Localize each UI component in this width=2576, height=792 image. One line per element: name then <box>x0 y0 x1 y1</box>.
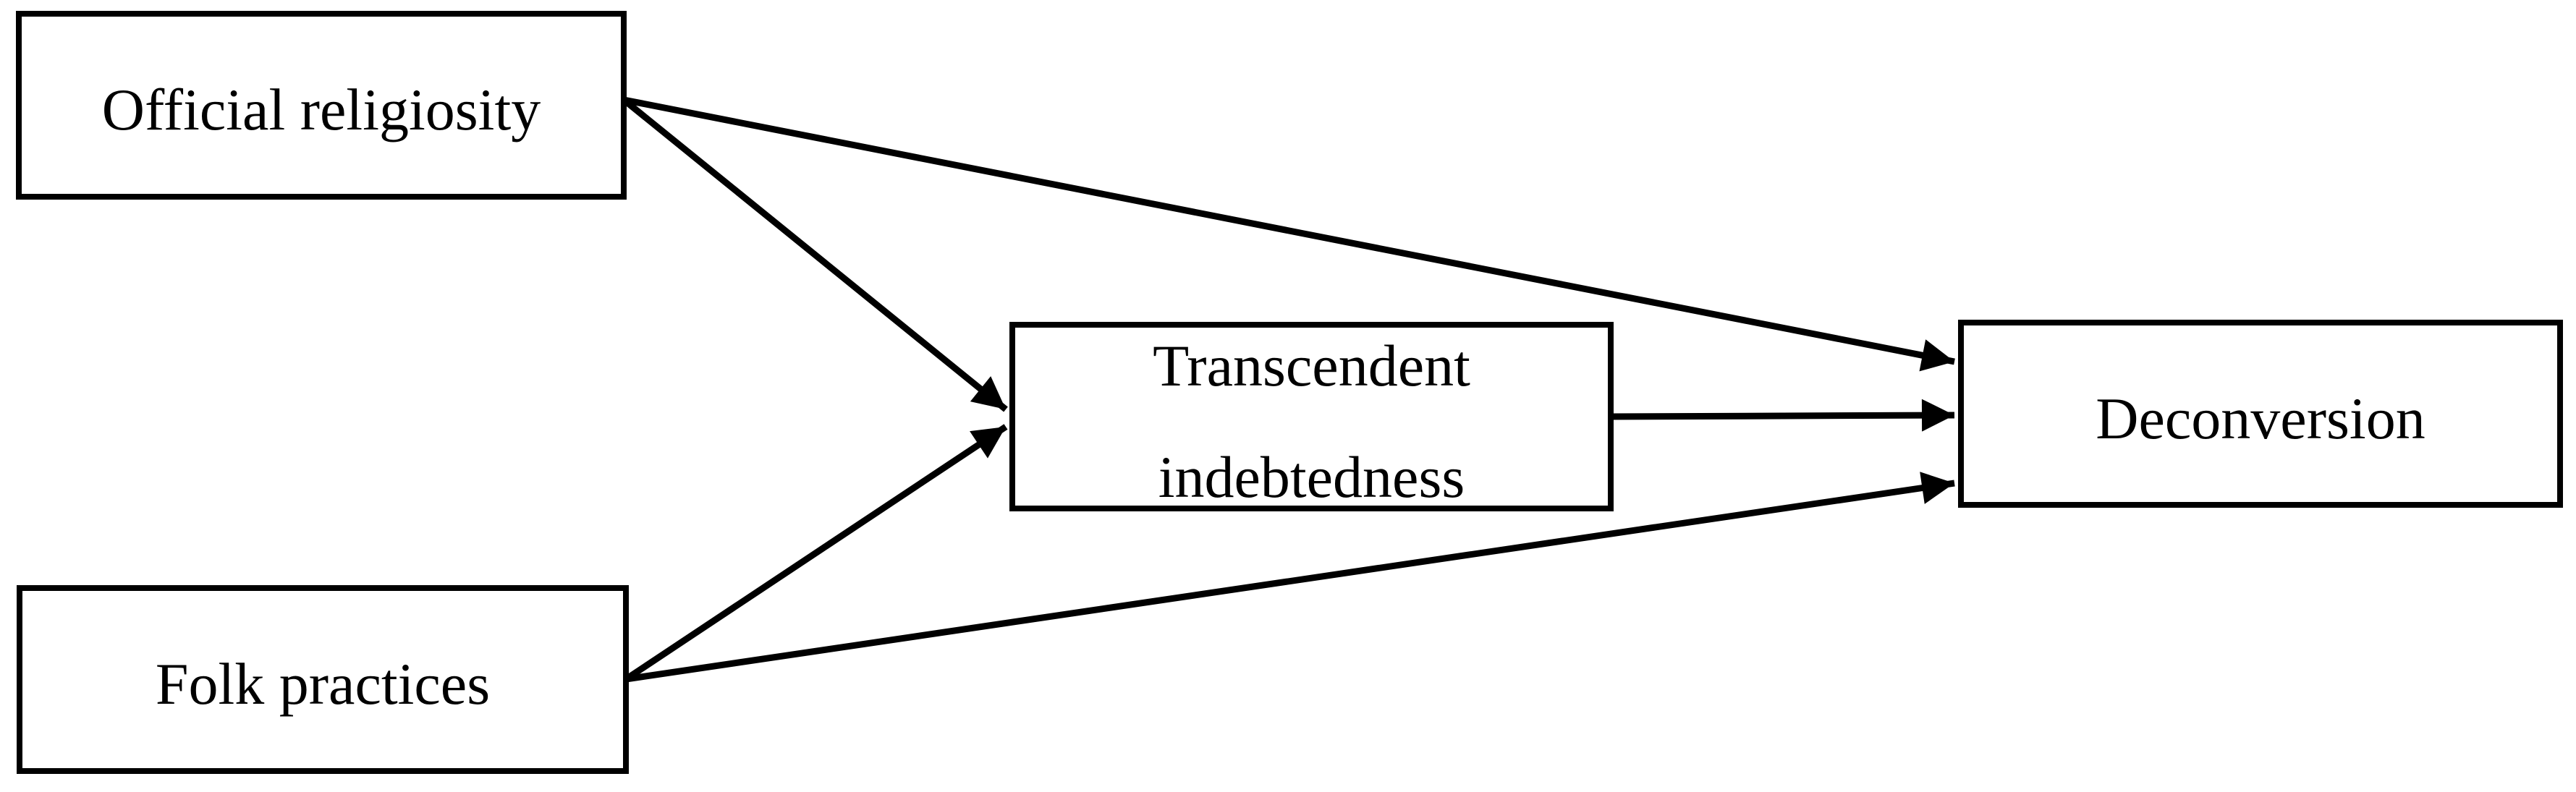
arrow-folk-to-transcendent <box>624 424 1008 682</box>
node-folk-practices: Folk practices <box>17 585 629 774</box>
node-deconversion-label: Deconversion <box>2096 385 2425 451</box>
arrow-official-to-deconversion <box>623 96 1955 372</box>
node-transcendent-indebtedness-label: Transcendent indebtedness <box>1153 329 1470 515</box>
node-transcendent-indebtedness: Transcendent indebtedness <box>1009 322 1614 511</box>
node-official-religiosity-label: Official religiosity <box>101 77 541 143</box>
node-official-religiosity: Official religiosity <box>16 11 627 200</box>
arrow-official-to-transcendent <box>622 97 1008 412</box>
node-deconversion: Deconversion <box>1958 320 2563 508</box>
arrow-transcendent-to-deconversion <box>1610 399 1955 432</box>
node-transcendent-label-line-2: indebtedness <box>1158 444 1465 510</box>
arrow-folk-to-deconversion <box>625 472 1955 683</box>
node-transcendent-label-line-1: Transcendent <box>1153 332 1470 399</box>
node-folk-practices-label: Folk practices <box>155 651 491 718</box>
